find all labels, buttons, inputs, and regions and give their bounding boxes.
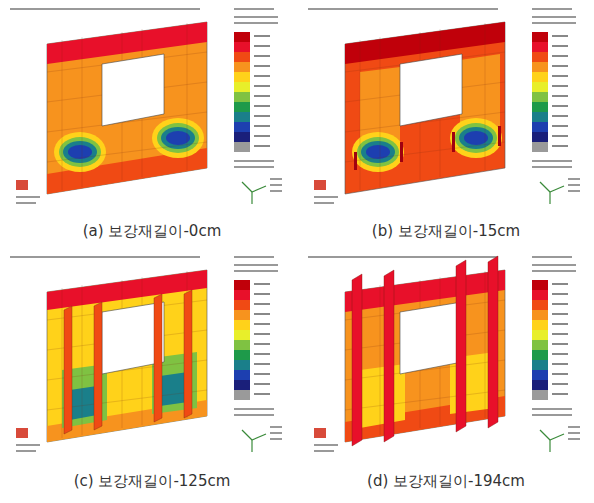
- panel-caption: (d) 보강재길이-194cm: [367, 472, 525, 490]
- panel-caption: (c) 보강재길이-125cm: [74, 472, 231, 490]
- panel-caption: (b) 보강재길이-15cm: [372, 222, 520, 240]
- panel-caption: (a) 보강재길이-0cm: [83, 222, 221, 240]
